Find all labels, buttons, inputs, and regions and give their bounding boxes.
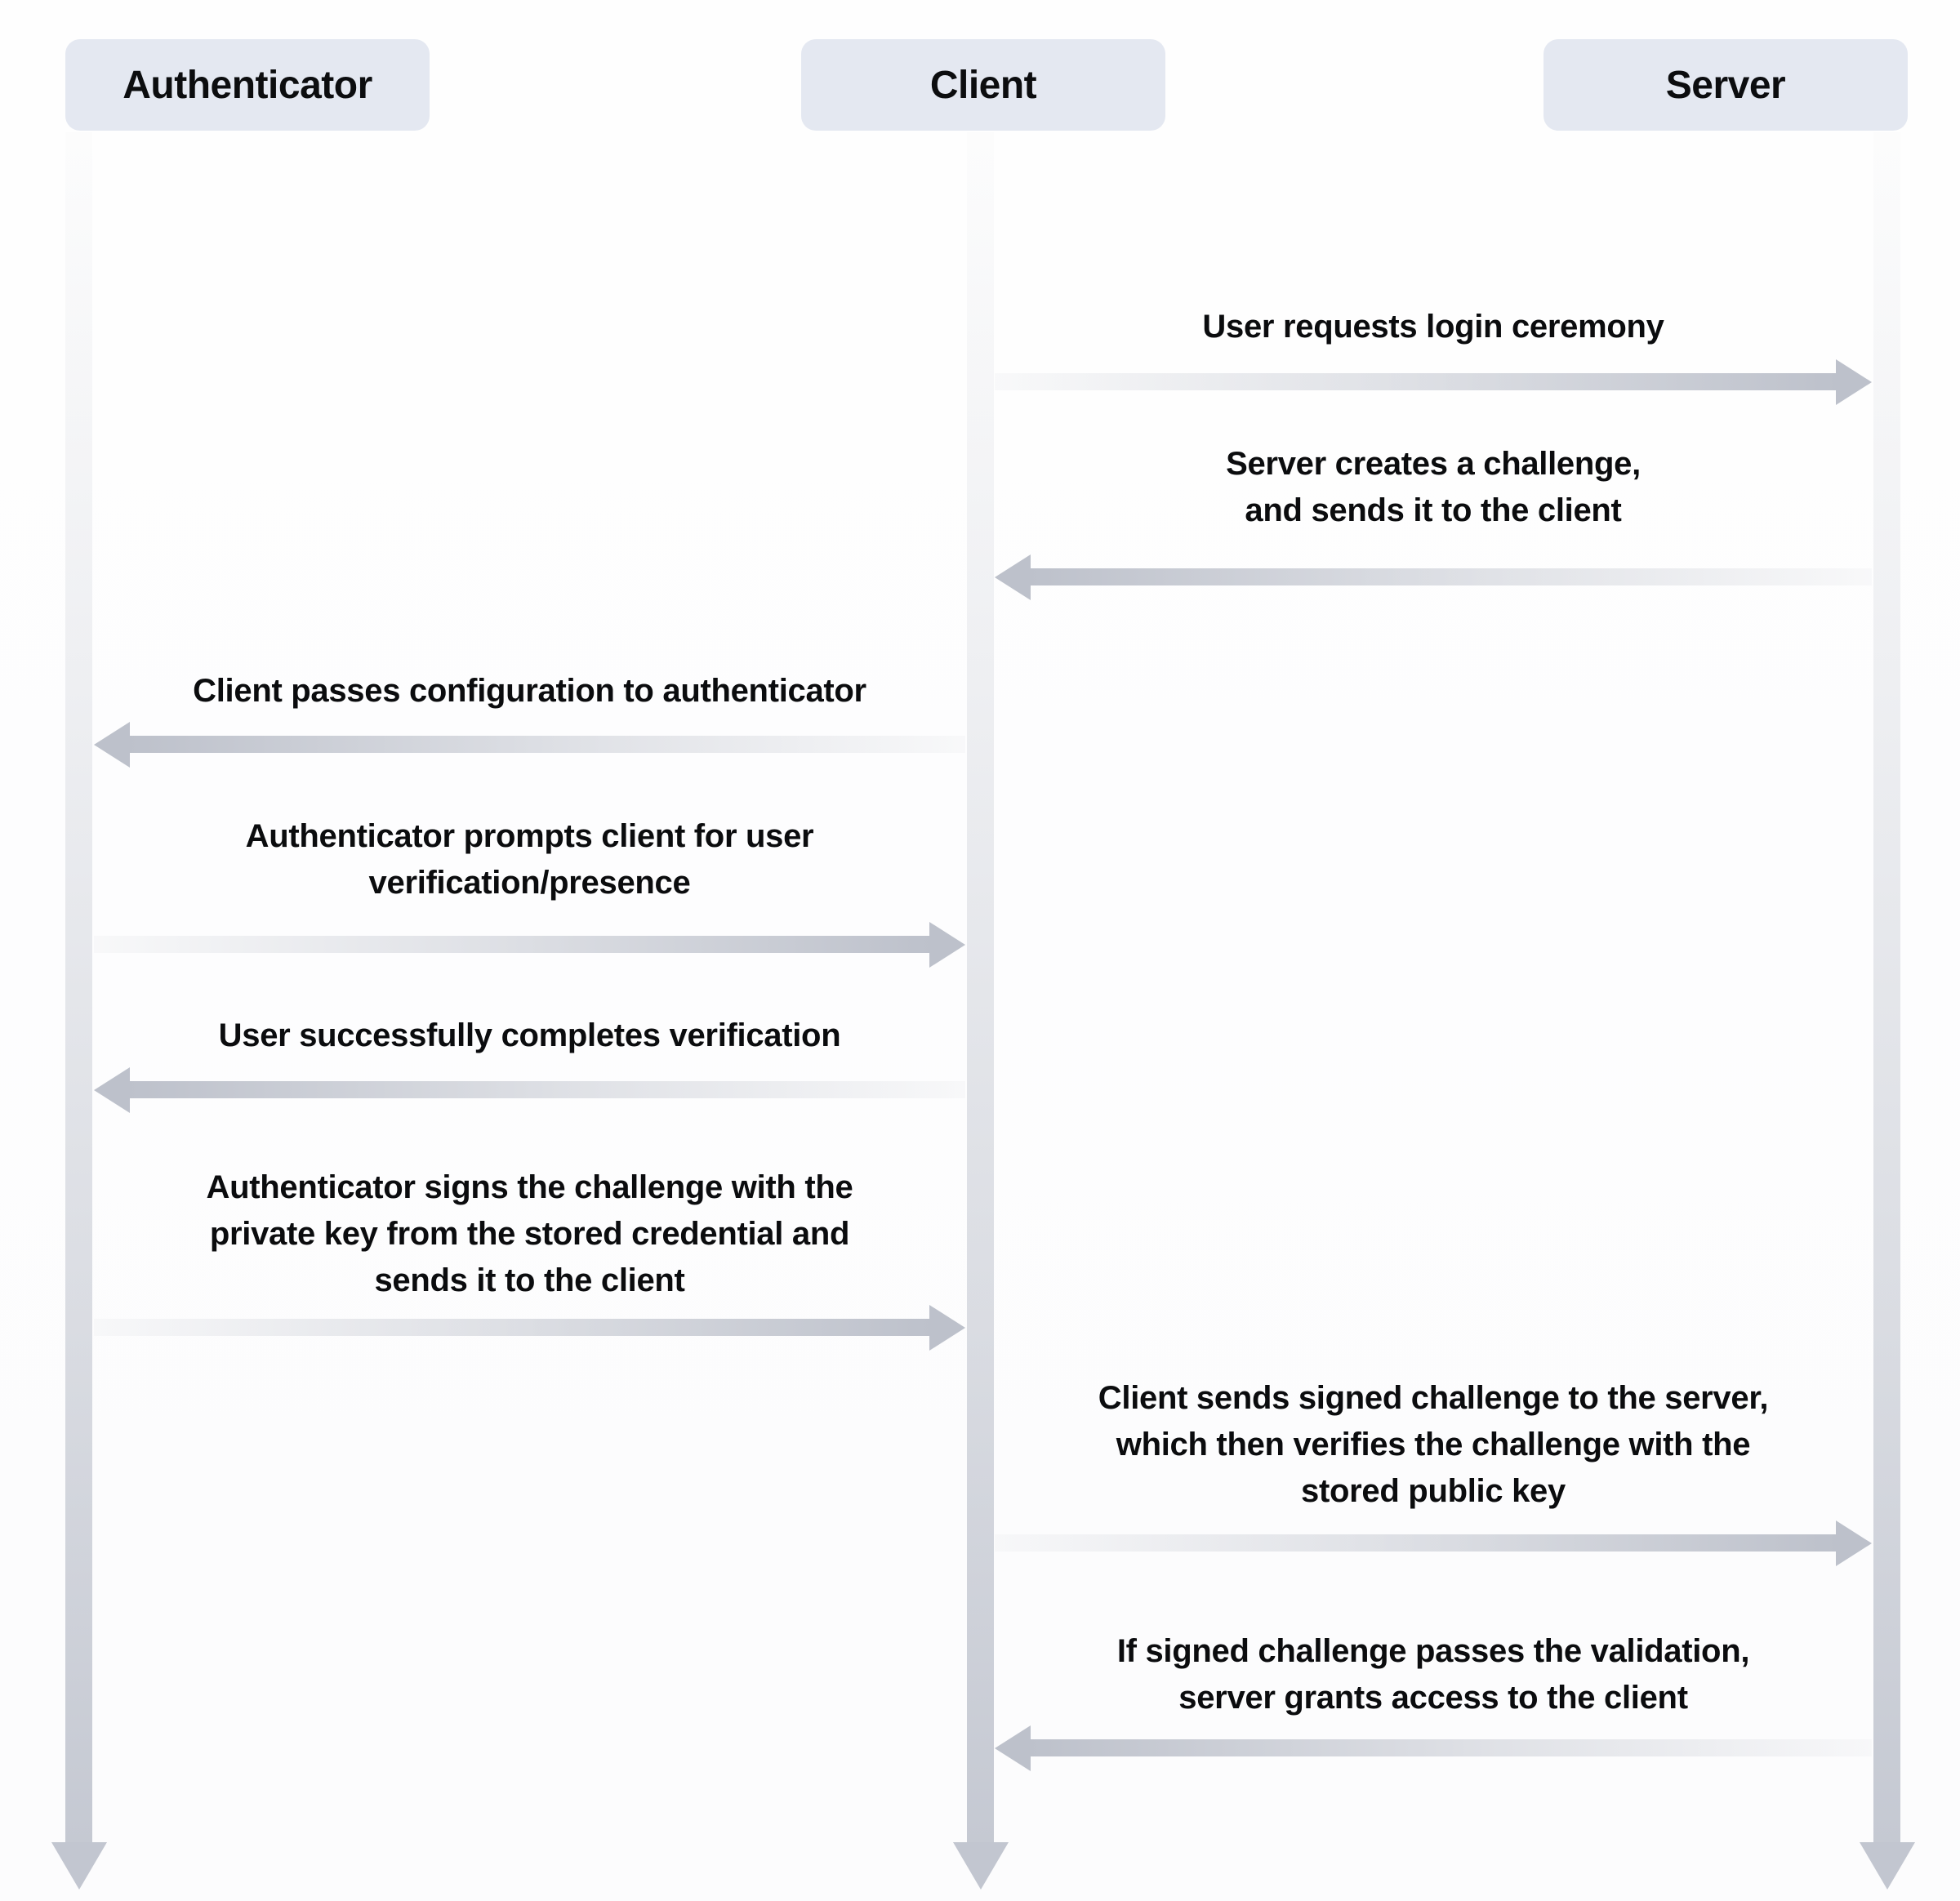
message-label-authenticator-prompts: Authenticator prompts client for user ve… — [245, 818, 814, 901]
arrow-right-icon — [929, 1305, 965, 1351]
arrow-shaft — [128, 1081, 965, 1098]
message-arrow-7 — [995, 1520, 1872, 1566]
actor-label-client: Client — [929, 63, 1037, 107]
message-arrow-6 — [94, 1305, 965, 1351]
lifeline-authenticator — [65, 132, 92, 1842]
message-arrow-2 — [995, 554, 1872, 600]
actor-label-server: Server — [1665, 63, 1786, 107]
message-label-server-creates-challenge: Server creates a challenge, and sends it… — [1226, 446, 1641, 528]
lifeline-server — [1873, 132, 1900, 1842]
arrow-left-icon — [94, 1067, 130, 1113]
arrow-shaft — [94, 936, 931, 953]
message-arrow-3 — [94, 722, 965, 768]
arrow-right-icon — [929, 922, 965, 968]
message-label-authenticator-signs-challenge: Authenticator signs the challenge with t… — [206, 1169, 853, 1298]
arrow-shaft — [995, 373, 1838, 390]
message-label-server-grants-access: If signed challenge passes the validatio… — [1116, 1633, 1750, 1716]
actor-label-authenticator: Authenticator — [122, 63, 372, 107]
arrow-left-icon — [995, 554, 1031, 600]
message-arrow-8 — [995, 1725, 1872, 1771]
lifeline-client — [967, 132, 994, 1842]
arrow-shaft — [1029, 1739, 1872, 1756]
arrow-shaft — [1029, 568, 1872, 585]
actor-header-authenticator: Authenticator — [65, 39, 430, 131]
message-arrow-5 — [94, 1067, 965, 1113]
arrow-down-icon — [51, 1842, 107, 1890]
arrow-down-icon — [1860, 1842, 1915, 1890]
arrow-shaft — [995, 1534, 1838, 1552]
message-label-client-passes-configuration: Client passes configuration to authentic… — [193, 673, 866, 709]
arrow-right-icon — [1836, 359, 1872, 405]
arrow-shaft — [94, 1319, 931, 1336]
message-arrow-1 — [995, 359, 1872, 405]
actor-header-server: Server — [1544, 39, 1908, 131]
message-label-client-sends-signed-challenge: Client sends signed challenge to the ser… — [1098, 1380, 1769, 1509]
message-label-user-requests-login: User requests login ceremony — [1202, 309, 1664, 345]
arrow-right-icon — [1836, 1520, 1872, 1566]
arrow-shaft — [128, 736, 965, 753]
message-arrow-4 — [94, 922, 965, 968]
arrow-left-icon — [995, 1725, 1031, 1771]
arrow-down-icon — [953, 1842, 1009, 1890]
message-label-user-completes-verification: User successfully completes verification — [218, 1017, 841, 1053]
actor-header-client: Client — [801, 39, 1165, 131]
arrow-left-icon — [94, 722, 130, 768]
